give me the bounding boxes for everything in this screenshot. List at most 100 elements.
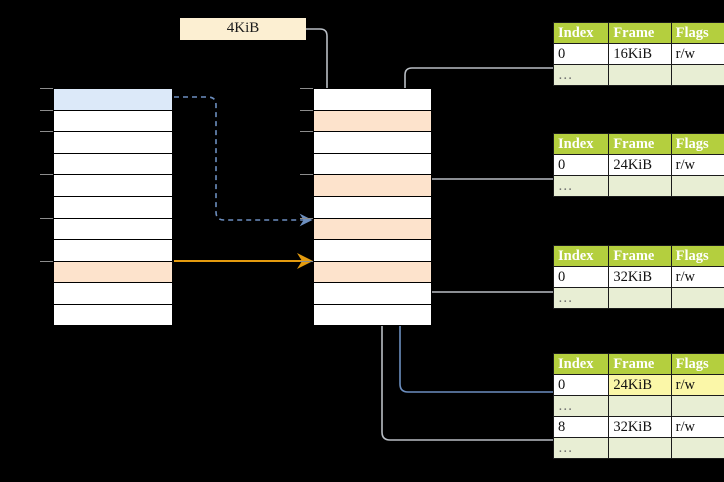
source-cell-row-4[interactable] bbox=[53, 174, 173, 196]
source-cell-row-7[interactable] bbox=[53, 239, 173, 261]
cell-index: … bbox=[552, 437, 610, 459]
table-row[interactable]: … bbox=[552, 64, 724, 86]
size-tag-4kib: 4KiB bbox=[180, 18, 306, 40]
cell-flags bbox=[670, 287, 724, 309]
target-cell-row-2[interactable] bbox=[313, 131, 432, 153]
cell-index: 8 bbox=[552, 416, 610, 438]
target-cell-tick-2 bbox=[300, 131, 313, 133]
cell-flags: r/w bbox=[670, 374, 724, 396]
cell-index: … bbox=[552, 175, 610, 197]
cell-flags: r/w bbox=[670, 266, 724, 288]
column-header-frame: Frame bbox=[608, 245, 672, 267]
target-cell-row-9[interactable] bbox=[313, 282, 432, 304]
cell-index: 0 bbox=[552, 154, 610, 176]
source-cell-tick-2 bbox=[40, 131, 53, 133]
target-cell-tick-6 bbox=[300, 217, 313, 219]
source-cell-tick-6 bbox=[40, 217, 53, 219]
cell-index: … bbox=[552, 287, 610, 309]
source-cell-row-1[interactable] bbox=[53, 109, 173, 132]
source-cell-tick-0 bbox=[40, 88, 53, 89]
target-column bbox=[313, 88, 432, 326]
cell-flags bbox=[670, 437, 724, 459]
table-row[interactable]: … bbox=[552, 395, 724, 417]
column-header-index: Index bbox=[552, 133, 610, 155]
table-row[interactable]: … bbox=[552, 287, 724, 309]
link-table2-to-middle-row6 bbox=[412, 178, 553, 227]
target-cell-tick-1 bbox=[300, 109, 313, 111]
cell-frame: 24KiB bbox=[608, 154, 672, 176]
column-header-frame: Frame bbox=[608, 353, 672, 375]
size-tag-label: 4KiB bbox=[226, 20, 260, 36]
cell-frame: 32KiB bbox=[608, 416, 672, 438]
cell-frame: 32KiB bbox=[608, 266, 672, 288]
target-cell-row-0[interactable] bbox=[313, 88, 432, 110]
source-cell-row-5[interactable] bbox=[53, 195, 173, 218]
column-header-flags: Flags bbox=[670, 133, 724, 155]
cell-frame: 16KiB bbox=[608, 43, 672, 65]
target-cell-row-7[interactable] bbox=[313, 239, 432, 261]
column-header-flags: Flags bbox=[670, 22, 724, 44]
cell-frame bbox=[608, 175, 672, 197]
column-header-frame: Frame bbox=[608, 22, 672, 44]
source-cell-row-8[interactable] bbox=[53, 260, 173, 283]
target-cell-row-4[interactable] bbox=[313, 174, 432, 196]
column-header-flags: Flags bbox=[670, 245, 724, 267]
link-table3-to-middle-row8 bbox=[412, 265, 553, 293]
cell-flags: r/w bbox=[670, 154, 724, 176]
source-cell-row-6[interactable] bbox=[53, 217, 173, 240]
source-cell-row-2[interactable] bbox=[53, 131, 173, 153]
column-header-index: Index bbox=[552, 353, 610, 375]
target-cell-row-5[interactable] bbox=[313, 195, 432, 218]
cell-frame bbox=[608, 287, 672, 309]
cell-frame bbox=[608, 437, 672, 459]
cell-index: 0 bbox=[552, 374, 610, 396]
source-cell-tick-1 bbox=[40, 109, 53, 111]
column-header-flags: Flags bbox=[670, 353, 724, 375]
cell-index: … bbox=[552, 395, 610, 417]
cell-flags bbox=[670, 395, 724, 417]
target-cell-row-3[interactable] bbox=[313, 152, 432, 175]
cell-frame bbox=[608, 395, 672, 417]
source-cell-row-3[interactable] bbox=[53, 152, 173, 175]
target-cell-row-8[interactable] bbox=[313, 260, 432, 283]
source-cell-tick-4 bbox=[40, 174, 53, 176]
link-table4-row8-to-middle-row8 bbox=[375, 265, 553, 441]
target-cell-row-10[interactable] bbox=[313, 303, 432, 326]
link-table4-row0-to-middle-row6 bbox=[393, 220, 553, 393]
target-cell-row-1[interactable] bbox=[313, 109, 432, 132]
target-cell-tick-0 bbox=[300, 88, 313, 89]
column-header-index: Index bbox=[552, 245, 610, 267]
cell-flags: r/w bbox=[670, 43, 724, 65]
link-left-row0-to-middle-row6-dashed bbox=[174, 96, 313, 227]
source-column bbox=[53, 88, 173, 326]
source-cell-row-9[interactable] bbox=[53, 282, 173, 304]
cell-index: 0 bbox=[552, 266, 610, 288]
link-table1-to-middle-row4 bbox=[398, 67, 553, 184]
column-header-frame: Frame bbox=[608, 133, 672, 155]
cell-flags: r/w bbox=[670, 416, 724, 438]
source-cell-tick-8 bbox=[40, 260, 53, 262]
source-cell-row-0[interactable] bbox=[53, 88, 173, 110]
table-row[interactable]: … bbox=[552, 175, 724, 197]
cell-flags bbox=[670, 175, 724, 197]
cell-index: … bbox=[552, 64, 610, 86]
table-row[interactable]: … bbox=[552, 437, 724, 459]
source-cell-row-10[interactable] bbox=[53, 303, 173, 326]
link-tag-to-middle-row1 bbox=[306, 28, 334, 117]
cell-frame: 24KiB bbox=[608, 374, 672, 396]
target-cell-tick-8 bbox=[300, 260, 313, 262]
target-cell-row-6[interactable] bbox=[313, 217, 432, 240]
